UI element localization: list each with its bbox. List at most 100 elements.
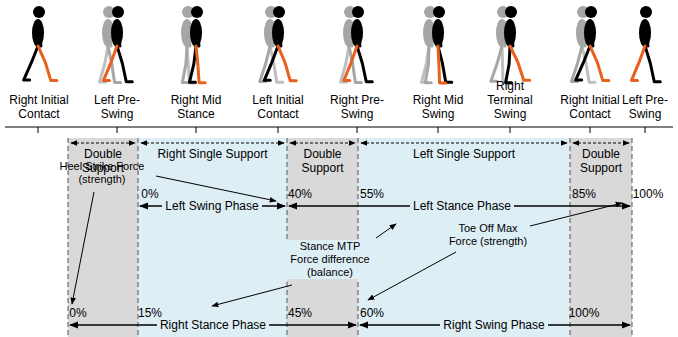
phase-label: Right Swing Phase: [440, 318, 547, 332]
figure-torso: [351, 19, 363, 47]
figure-leg: [632, 46, 645, 80]
gait-event-label: Right Pre-Swing: [327, 93, 387, 121]
percent-label: 100%: [569, 306, 600, 320]
axis-tick: [438, 127, 439, 133]
figure-arm: [196, 24, 199, 46]
figure-head: [352, 6, 364, 18]
time-axis: [5, 127, 673, 128]
figure-head: [433, 6, 445, 18]
axis-tick: [590, 127, 591, 133]
axis-tick: [38, 127, 39, 133]
gait-event-label: Left Initial Contact: [243, 93, 313, 121]
figure-torso: [111, 19, 123, 47]
figure-leg: [196, 46, 205, 83]
percent-label: 0%: [69, 306, 86, 320]
gait-event-label: Right Mid Stance: [165, 93, 227, 121]
phase-band-label: Left Single Support: [358, 138, 570, 161]
axis-tick: [278, 127, 279, 133]
callout-note: Stance MTP Force difference (balance): [283, 240, 377, 279]
walking-figure: [264, 6, 296, 81]
figure-leg: [576, 46, 590, 80]
figure-leg: [38, 46, 57, 81]
gait-event-label: Left Pre-Swing: [89, 93, 145, 121]
figure-arm: [429, 24, 432, 46]
axis-tick: [196, 127, 197, 133]
figure-head: [112, 6, 124, 18]
figure-leg: [438, 46, 452, 82]
figure-leg: [278, 46, 296, 81]
figure-leg: [491, 46, 502, 81]
figure-torso: [432, 19, 444, 47]
figure-leg: [187, 46, 195, 83]
figure-torso: [504, 19, 516, 47]
phase-band-label: Right Single Support: [138, 138, 287, 161]
figure-head: [585, 6, 597, 18]
figure-arm: [117, 24, 120, 46]
walking-figure: [24, 6, 57, 81]
percent-label: 55%: [360, 187, 384, 201]
figure-arm: [108, 24, 111, 46]
phase-band-label: Double Support: [287, 138, 358, 175]
percent-label: 100%: [633, 187, 664, 201]
figure-arm: [187, 24, 190, 46]
figure-head: [505, 6, 517, 18]
figure-head: [273, 6, 285, 18]
figure-leg: [438, 46, 446, 83]
figure-arm: [357, 24, 360, 46]
figure-arm: [510, 24, 513, 46]
walking-figure: [504, 6, 530, 83]
gait-event-label: Right Mid Swing: [408, 93, 468, 121]
figure-arm: [278, 24, 281, 46]
walking-figure: [432, 6, 452, 83]
figure-leg: [117, 46, 132, 82]
walking-figure: [632, 6, 661, 82]
gait-event-label: Right Initial Contact: [554, 93, 626, 121]
walking-figure: [422, 6, 436, 83]
axis-tick: [357, 127, 358, 133]
callout-note: Heel Strike Force (strength): [55, 160, 150, 186]
percent-label: 0%: [141, 187, 158, 201]
figure-arm: [38, 24, 41, 46]
axis-tick: [510, 127, 511, 133]
callout-note: Toe Off Max Force (strength): [444, 222, 532, 248]
figure-leg: [590, 46, 609, 81]
percent-label: 40%: [288, 187, 312, 201]
figure-arm: [590, 24, 593, 46]
figure-head: [33, 6, 45, 18]
figure-leg: [182, 46, 188, 83]
figure-leg: [189, 46, 196, 82]
axis-tick: [645, 127, 646, 133]
figure-leg: [357, 46, 372, 82]
figure-torso: [584, 19, 596, 47]
figure-arm: [645, 24, 648, 46]
figure-leg: [510, 46, 530, 80]
gait-event-label: Right Terminal Swing: [484, 79, 536, 121]
gait-event-label: Right Initial Contact: [3, 93, 75, 121]
figure-leg: [24, 46, 38, 80]
walking-figure: [104, 6, 133, 82]
axis-tick: [117, 127, 118, 133]
percent-label: 60%: [360, 306, 384, 320]
figure-torso: [190, 19, 202, 47]
figure-leg: [425, 46, 431, 83]
phase-label: Left Stance Phase: [410, 199, 514, 213]
percent-label: 45%: [288, 306, 312, 320]
phase-label: Left Swing Phase: [162, 199, 261, 213]
gait-event-label: Left Pre-Swing: [617, 93, 673, 121]
figure-torso: [639, 19, 651, 47]
figure-torso: [32, 19, 44, 47]
figure-leg: [645, 46, 660, 82]
figure-head: [640, 6, 652, 18]
walking-figure: [576, 6, 609, 81]
percent-label: 85%: [572, 187, 596, 201]
phase-band-label: Double Support: [570, 138, 632, 175]
figure-leg: [506, 46, 512, 83]
figure-torso: [272, 19, 284, 47]
walking-figure: [189, 6, 205, 83]
figure-leg: [104, 46, 117, 80]
figure-head: [191, 6, 203, 18]
figure-leg: [264, 46, 278, 80]
walking-figure: [344, 6, 372, 82]
figure-arm: [438, 24, 441, 46]
phase-label: Right Stance Phase: [157, 318, 269, 332]
